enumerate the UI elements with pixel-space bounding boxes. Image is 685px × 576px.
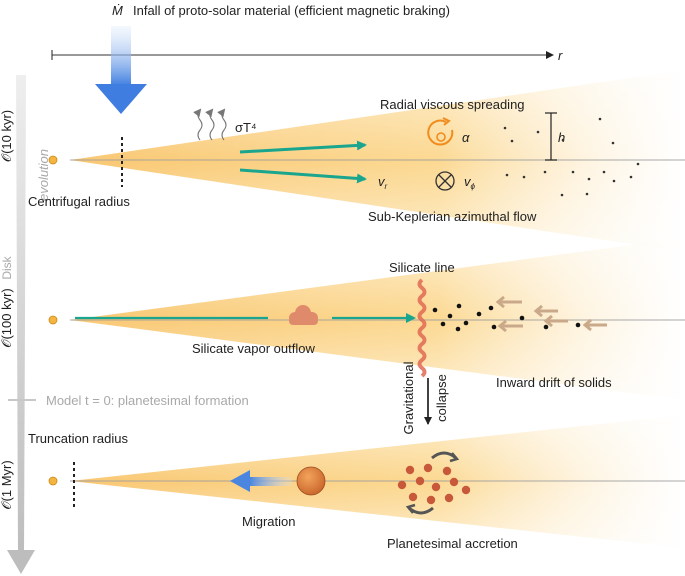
radial-spreading-label: Radial viscous spreading xyxy=(380,97,525,112)
solid-particles xyxy=(432,303,581,332)
dust-particles xyxy=(503,117,640,197)
alpha-viscosity-icon xyxy=(427,117,454,146)
inflow-arrow xyxy=(239,168,367,184)
vr-label: vr xyxy=(378,174,388,191)
stage-label-10kyr: 𝒪(10 kyr) xyxy=(0,110,14,162)
mdot-symbol: Ṁ xyxy=(112,3,123,18)
radial-spreading-arrow xyxy=(239,140,367,154)
star-icon xyxy=(48,155,58,165)
stage-label-100kyr: 𝒪(100 kyr) xyxy=(0,288,14,347)
infall-label: Infall of proto-solar material (efficien… xyxy=(133,3,450,18)
collapse-label: collapse xyxy=(434,374,449,422)
inward-drift-label: Inward drift of solids xyxy=(496,375,612,390)
centrifugal-radius-label: Centrifugal radius xyxy=(28,194,130,209)
azimuthal-flow-label: Sub-Keplerian azimuthal flow xyxy=(368,209,537,224)
radiation-label: σT⁴ xyxy=(235,120,257,135)
truncation-radius-label: Truncation radius xyxy=(28,431,128,446)
vphi-into-page-icon xyxy=(435,171,455,191)
vapor-outflow-label: Silicate vapor outflow xyxy=(192,341,315,356)
model-t0-marker: Model t = 0: planetesimal formation xyxy=(8,393,249,408)
rotation-arrows-icon xyxy=(405,451,460,515)
height-label: h xyxy=(558,130,565,145)
planetesimal-cluster xyxy=(397,463,471,505)
migration-arrowhead xyxy=(230,470,250,492)
planet-icon xyxy=(296,466,326,496)
gravitational-label: Gravitational xyxy=(401,361,416,434)
timeline-arrow: evolution Disk 𝒪(10 kyr) 𝒪(100 kyr) 𝒪(1 … xyxy=(0,75,51,574)
disk-1myr: Truncation radius Migration Planetesimal… xyxy=(28,415,685,551)
disk-100kyr: Silicate vapor outflow Silicate line Inw… xyxy=(48,238,685,400)
vapor-cloud-icon xyxy=(289,305,318,325)
star-icon xyxy=(48,315,58,325)
gravitational-collapse: Gravitational collapse xyxy=(401,361,449,434)
r-axis-label: r xyxy=(558,48,563,63)
migration-trail xyxy=(250,477,292,486)
star-icon xyxy=(48,476,58,486)
silicate-line-label: Silicate line xyxy=(389,260,455,275)
radiation-icon xyxy=(193,108,227,141)
migration-label: Migration xyxy=(242,514,295,529)
height-bracket xyxy=(545,112,557,161)
planetesimal-accretion-label: Planetesimal accretion xyxy=(387,536,518,551)
silicate-line-marker xyxy=(417,278,427,378)
vphi-label: vϕ xyxy=(464,174,476,191)
disk-10kyr: Centrifugal radius σT⁴ Radial viscous sp… xyxy=(28,70,685,252)
disk-label: Disk xyxy=(0,255,14,279)
evolution-label: evolution xyxy=(36,149,51,201)
inward-drift-arrows xyxy=(495,295,607,333)
alpha-label: α xyxy=(462,130,470,145)
radius-axis: r xyxy=(51,48,563,63)
model-t0-label: Model t = 0: planetesimal formation xyxy=(46,393,249,408)
infall-arrow xyxy=(95,26,147,114)
stage-label-1myr: 𝒪(1 Myr) xyxy=(0,460,14,509)
